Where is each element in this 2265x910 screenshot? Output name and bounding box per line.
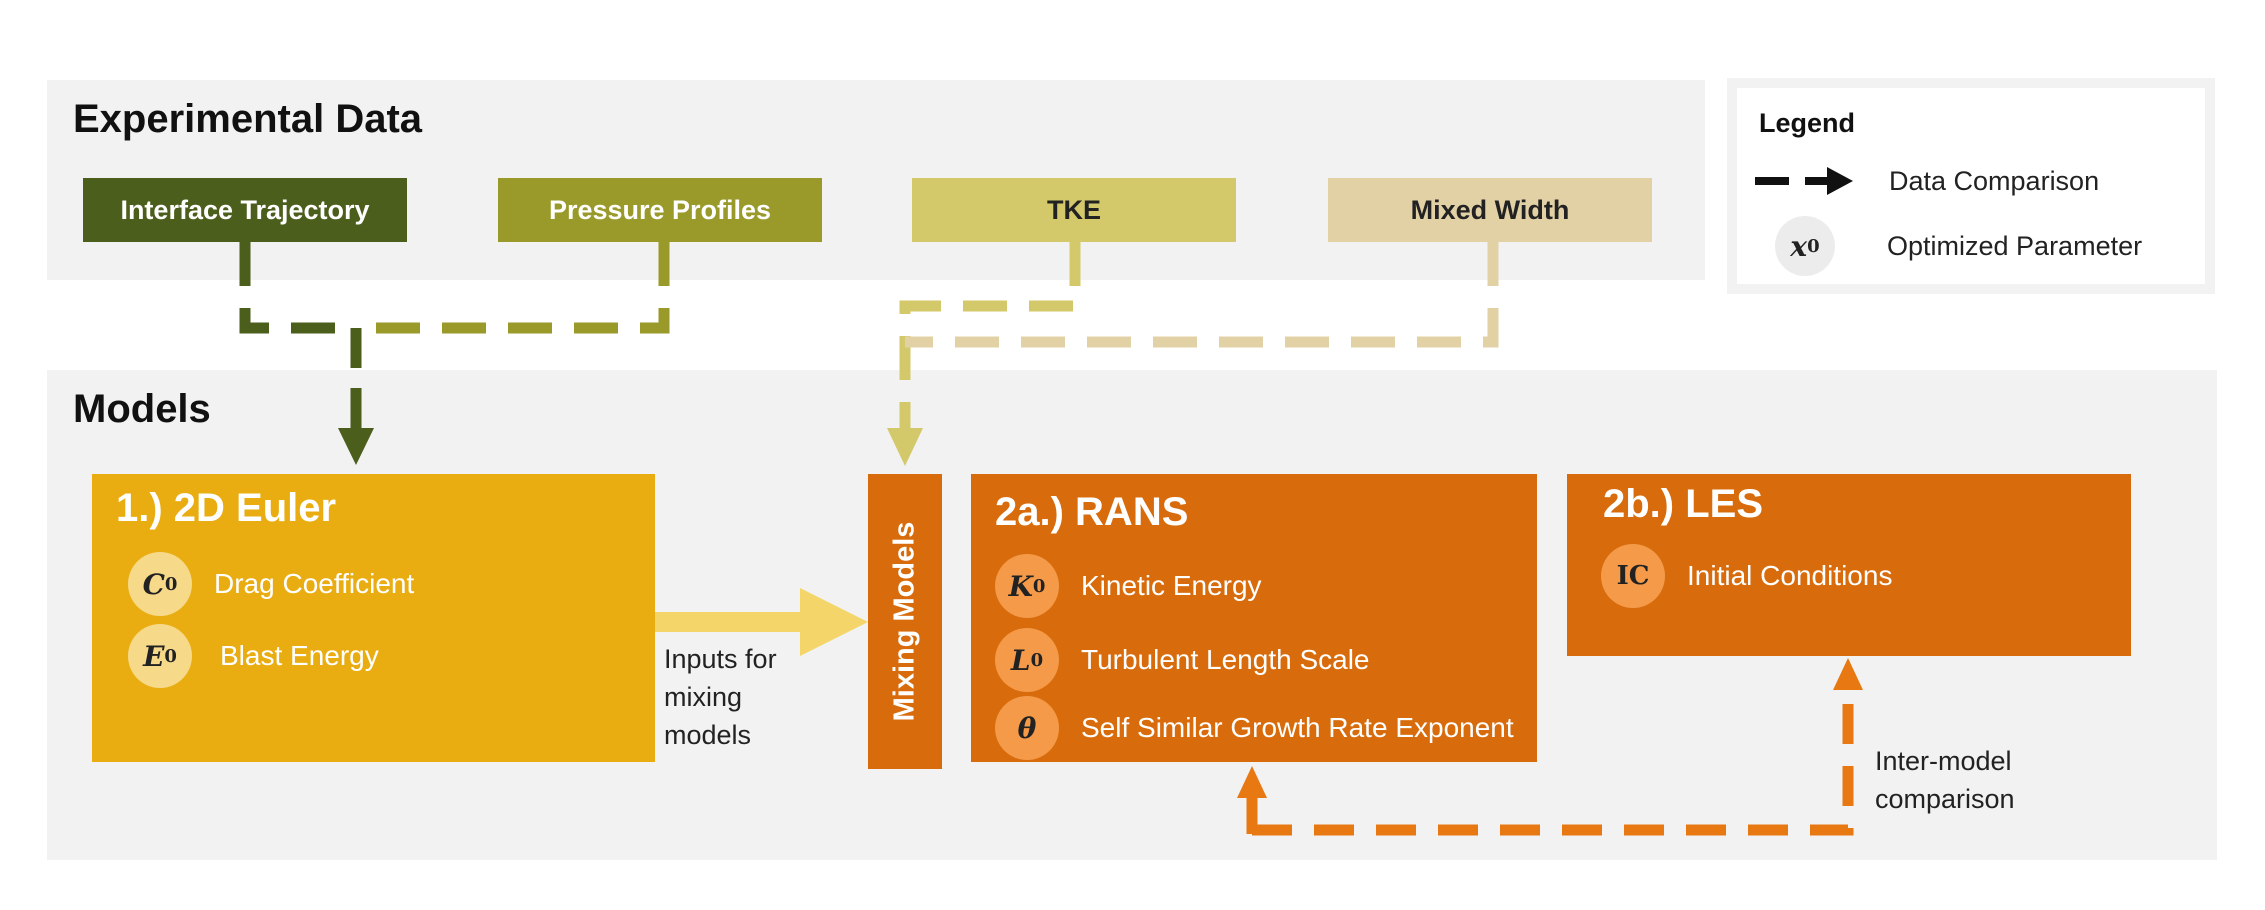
inputs-note: Inputs for mixing models bbox=[664, 644, 777, 750]
drag-coefficient-label: Drag Coefficient bbox=[214, 568, 415, 599]
initial-conditions-icon: IC bbox=[1601, 544, 1665, 608]
les-param-ic: IC Initial Conditions bbox=[1601, 544, 1892, 608]
tke-box: TKE bbox=[912, 178, 1236, 242]
interface-trajectory-box: Interface Trajectory bbox=[83, 178, 407, 242]
pressure-profiles-label: Pressure Profiles bbox=[548, 194, 772, 225]
legend-data-comparison: Data Comparison bbox=[1889, 166, 2100, 196]
blast-energy-label: Blast Energy bbox=[220, 640, 379, 671]
interface-trajectory-label: Interface Trajectory bbox=[120, 194, 370, 225]
mixed-width-box: Mixed Width bbox=[1328, 178, 1652, 242]
turbulent-length-label: Turbulent Length Scale bbox=[1081, 644, 1370, 675]
legend-optimized-parameter: Optimized Parameter bbox=[1887, 231, 2143, 261]
mixing-models-box: Mixing Models bbox=[868, 474, 942, 769]
legend-dashed-arrow-icon bbox=[1755, 167, 1853, 195]
pressure-profiles-box: Pressure Profiles bbox=[498, 178, 822, 242]
initial-conditions-label: Initial Conditions bbox=[1687, 560, 1893, 591]
experimental-data-title: Experimental Data bbox=[73, 97, 423, 141]
les-title: 2b.) LES bbox=[1603, 482, 1764, 526]
growth-rate-icon: θ bbox=[995, 696, 1059, 760]
rans-param-growth: θ Self Similar Growth Rate Exponent bbox=[995, 696, 1514, 760]
kinetic-energy-label: Kinetic Energy bbox=[1081, 570, 1262, 601]
intermodel-note: Inter-model comparison bbox=[1875, 746, 2015, 814]
mixed-width-label: Mixed Width bbox=[1410, 194, 1570, 225]
growth-rate-label: Self Similar Growth Rate Exponent bbox=[1081, 712, 1514, 743]
euler-title: 1.) 2D Euler bbox=[116, 486, 337, 530]
les-model-box: 2b.) LES IC Initial Conditions bbox=[1567, 474, 2131, 656]
models-title: Models bbox=[73, 387, 211, 431]
tke-label: TKE bbox=[1047, 194, 1101, 225]
legend-title: Legend bbox=[1759, 108, 1856, 138]
rans-title: 2a.) RANS bbox=[995, 490, 1189, 534]
